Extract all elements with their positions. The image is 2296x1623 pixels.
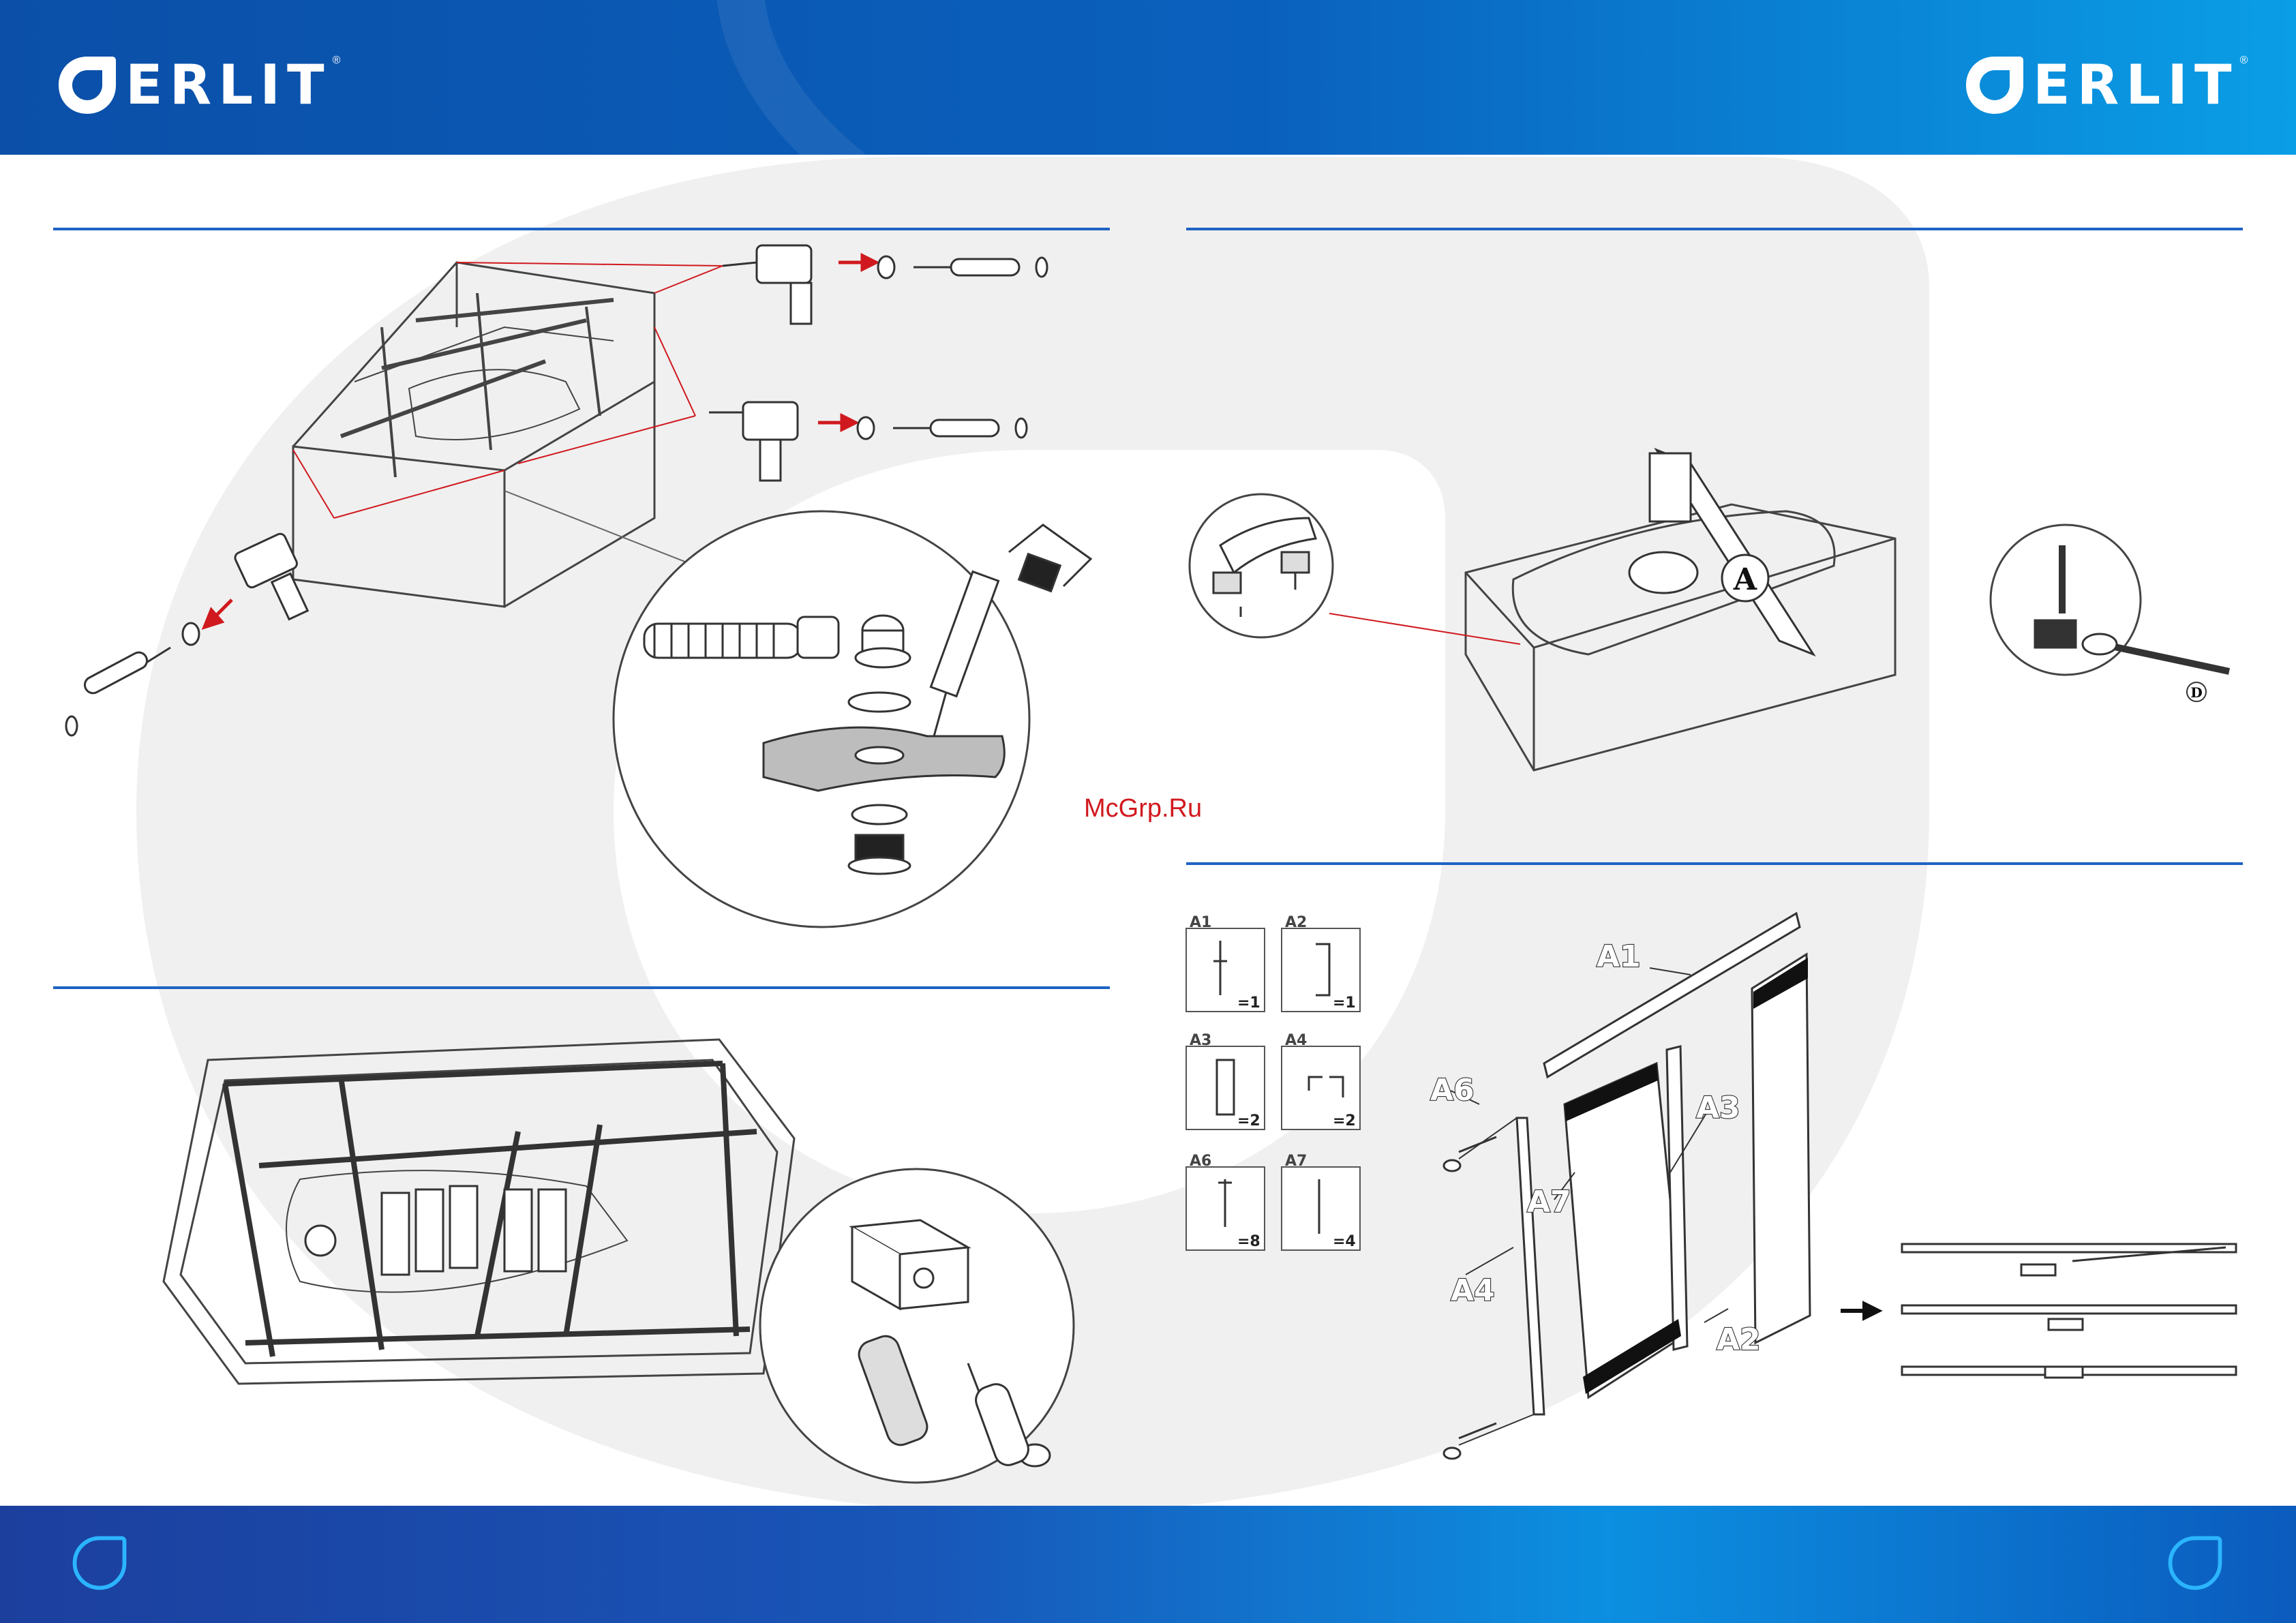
part-qty: =1 (1333, 995, 1356, 1012)
callout-label: A3 (1696, 1091, 1740, 1125)
part-qty: =4 (1333, 1233, 1356, 1250)
part-label: A7 (1285, 1153, 1307, 1170)
callout-label: A6 (1430, 1073, 1475, 1108)
part-label: A4 (1285, 1032, 1307, 1049)
part-qty: =1 (1237, 995, 1260, 1012)
part-label: A3 (1190, 1032, 1211, 1049)
part-qty: =8 (1237, 1233, 1260, 1250)
part-label: A1 (1190, 914, 1211, 931)
footer-drop-icon (67, 1530, 132, 1596)
page-footer (0, 1506, 2296, 1623)
callout-label: A7 (1527, 1185, 1571, 1219)
part-label: A2 (1285, 914, 1307, 931)
callout-label: A1 (1597, 939, 1641, 974)
footer-drop-icon (2162, 1530, 2228, 1596)
callout-label: A2 (1717, 1322, 1761, 1357)
part-qty: =2 (1237, 1112, 1260, 1129)
part-label: A6 (1190, 1153, 1211, 1170)
part-qty: =2 (1333, 1112, 1356, 1129)
callout-label: A4 (1451, 1273, 1495, 1308)
